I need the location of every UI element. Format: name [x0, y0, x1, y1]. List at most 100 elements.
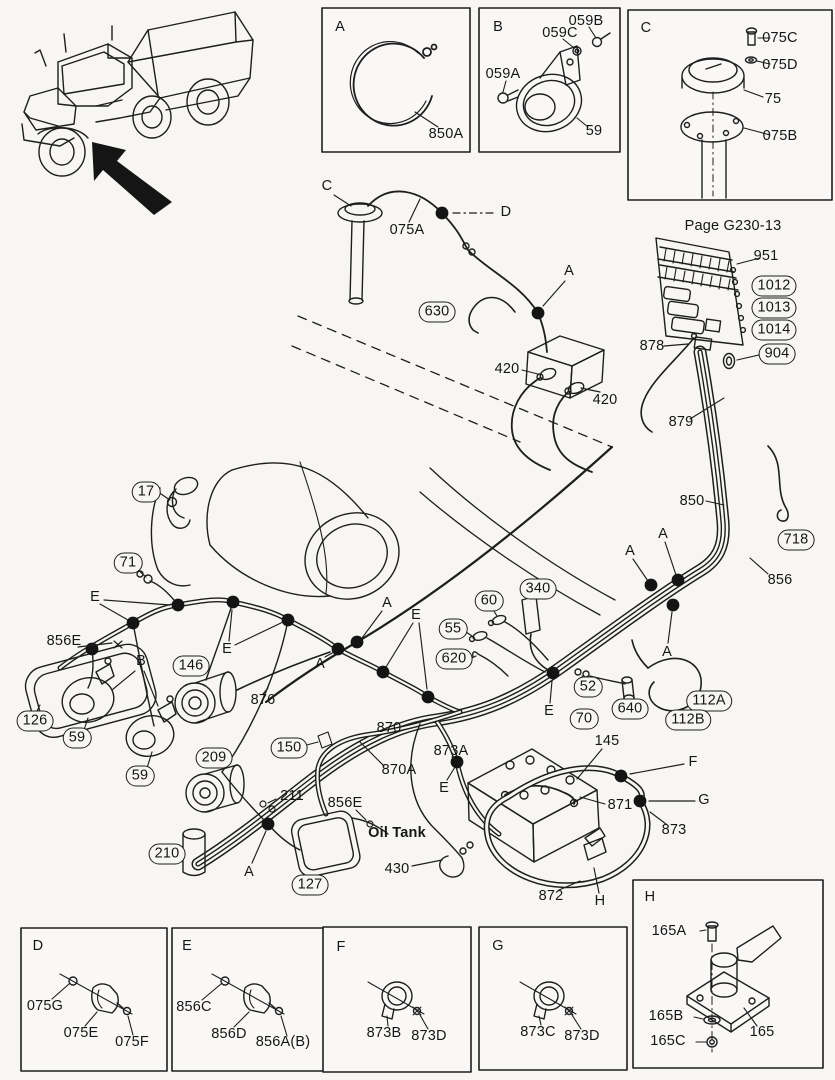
callout-856E-left: 856E [46, 633, 82, 649]
marker-g: G [698, 792, 710, 808]
bubble-146: 146 [172, 655, 210, 677]
inset-e-art [201, 973, 288, 1037]
pointer-arrow [92, 142, 172, 215]
bubble-70: 70 [569, 708, 599, 730]
callout-165: 165 [749, 1024, 775, 1040]
marker-b: B [136, 653, 146, 669]
inset-e-letter: E [182, 938, 192, 954]
inset-c-art [680, 27, 771, 199]
callout-075A: 075A [389, 222, 425, 238]
callout-165A: 165A [651, 923, 687, 939]
lamp-harness [57, 570, 463, 851]
inset-box-a [321, 7, 471, 153]
callout-075C: 075C [762, 30, 798, 46]
bubble-71: 71 [113, 552, 143, 574]
head-lamp [24, 643, 157, 738]
horn-2 [125, 695, 177, 757]
work-lamp [290, 810, 361, 878]
callout-075E: 075E [63, 1025, 99, 1041]
fuse-panel [655, 237, 747, 370]
marker-a-4: A [315, 656, 325, 672]
fuel-tank [171, 461, 400, 600]
callout-075D: 075D [762, 57, 798, 73]
callout-856: 856 [767, 572, 793, 588]
top-wire [367, 190, 548, 353]
marker-a-6: A [625, 543, 635, 559]
bubble-150: 150 [270, 737, 308, 759]
battery [467, 748, 607, 863]
marker-e-1: E [90, 589, 100, 605]
callout-850: 850 [679, 493, 705, 509]
callout-75: 75 [764, 91, 782, 107]
inset-box-d [20, 927, 168, 1072]
bubble-340: 340 [519, 578, 557, 600]
callout-873D-g: 873D [564, 1028, 600, 1044]
wire-876 [236, 651, 331, 691]
bubble-620: 620 [435, 648, 473, 670]
callout-430: 430 [384, 861, 410, 877]
marker-d-main: D [500, 204, 512, 220]
callout-420-left: 420 [494, 361, 520, 377]
callout-059A: 059A [485, 66, 521, 82]
callout-165C: 165C [650, 1033, 686, 1049]
callout-420-right: 420 [592, 392, 618, 408]
battery-cable-loop [483, 765, 651, 889]
marker-a-5: A [662, 644, 672, 660]
fuel-sender-main [337, 202, 383, 305]
marker-e-4: E [411, 607, 421, 623]
inset-g-letter: G [492, 938, 504, 954]
bubble-1014: 1014 [751, 319, 797, 341]
horn-1 [61, 657, 115, 723]
callout-872: 872 [538, 888, 564, 904]
cab-panel-dashed [291, 315, 616, 616]
inset-b-letter: B [493, 19, 503, 35]
callout-850A: 850A [428, 126, 464, 142]
bubble-1012: 1012 [751, 275, 797, 297]
callout-075G: 075G [26, 998, 64, 1014]
callout-873B: 873B [366, 1025, 402, 1041]
callout-059C: 059C [542, 25, 578, 41]
marker-e-2: E [439, 780, 449, 796]
inset-d-letter: D [32, 938, 44, 954]
callout-873C: 873C [520, 1024, 556, 1040]
callout-879: 879 [668, 414, 694, 430]
callout-856AB: 856A(B) [255, 1034, 311, 1050]
inset-c-letter: C [640, 20, 652, 36]
inset-f-letter: F [336, 939, 346, 955]
bubble-60: 60 [474, 590, 504, 612]
marker-a-3: A [382, 595, 392, 611]
inset-frames [20, 7, 833, 1073]
callout-856D: 856D [211, 1026, 247, 1042]
callout-873A: 873A [433, 743, 469, 759]
inset-h-art [686, 921, 782, 1053]
callout-856E-mid: 856E [327, 795, 363, 811]
bubble-630: 630 [418, 301, 456, 323]
connector-parts [468, 595, 636, 717]
callout-871: 871 [607, 797, 633, 813]
marker-h-main: H [594, 893, 606, 909]
bubble-59-1: 59 [62, 727, 92, 749]
inset-f-art [367, 981, 429, 1030]
inset-box-e [171, 927, 326, 1072]
bubble-209: 209 [195, 747, 233, 769]
marker-a-1: A [564, 263, 574, 279]
cab-bracket [150, 487, 191, 587]
bubble-52: 52 [573, 676, 603, 698]
marker-c-main: C [321, 178, 333, 194]
inset-g-art [519, 981, 582, 1030]
marker-e-3: E [222, 641, 232, 657]
inset-box-g [478, 926, 628, 1071]
inset-b-art [497, 26, 611, 133]
page-reference: Page G230-13 [684, 218, 782, 234]
bubble-640: 640 [611, 698, 649, 720]
bubble-17: 17 [131, 481, 161, 503]
bubble-112A: 112A [686, 690, 732, 712]
callout-870A: 870A [381, 762, 417, 778]
bubble-904: 904 [758, 343, 796, 365]
bubble-59-2: 59 [125, 765, 155, 787]
inset-box-c [627, 9, 833, 201]
callout-075B: 075B [762, 128, 798, 144]
marker-a-7: A [658, 526, 668, 542]
